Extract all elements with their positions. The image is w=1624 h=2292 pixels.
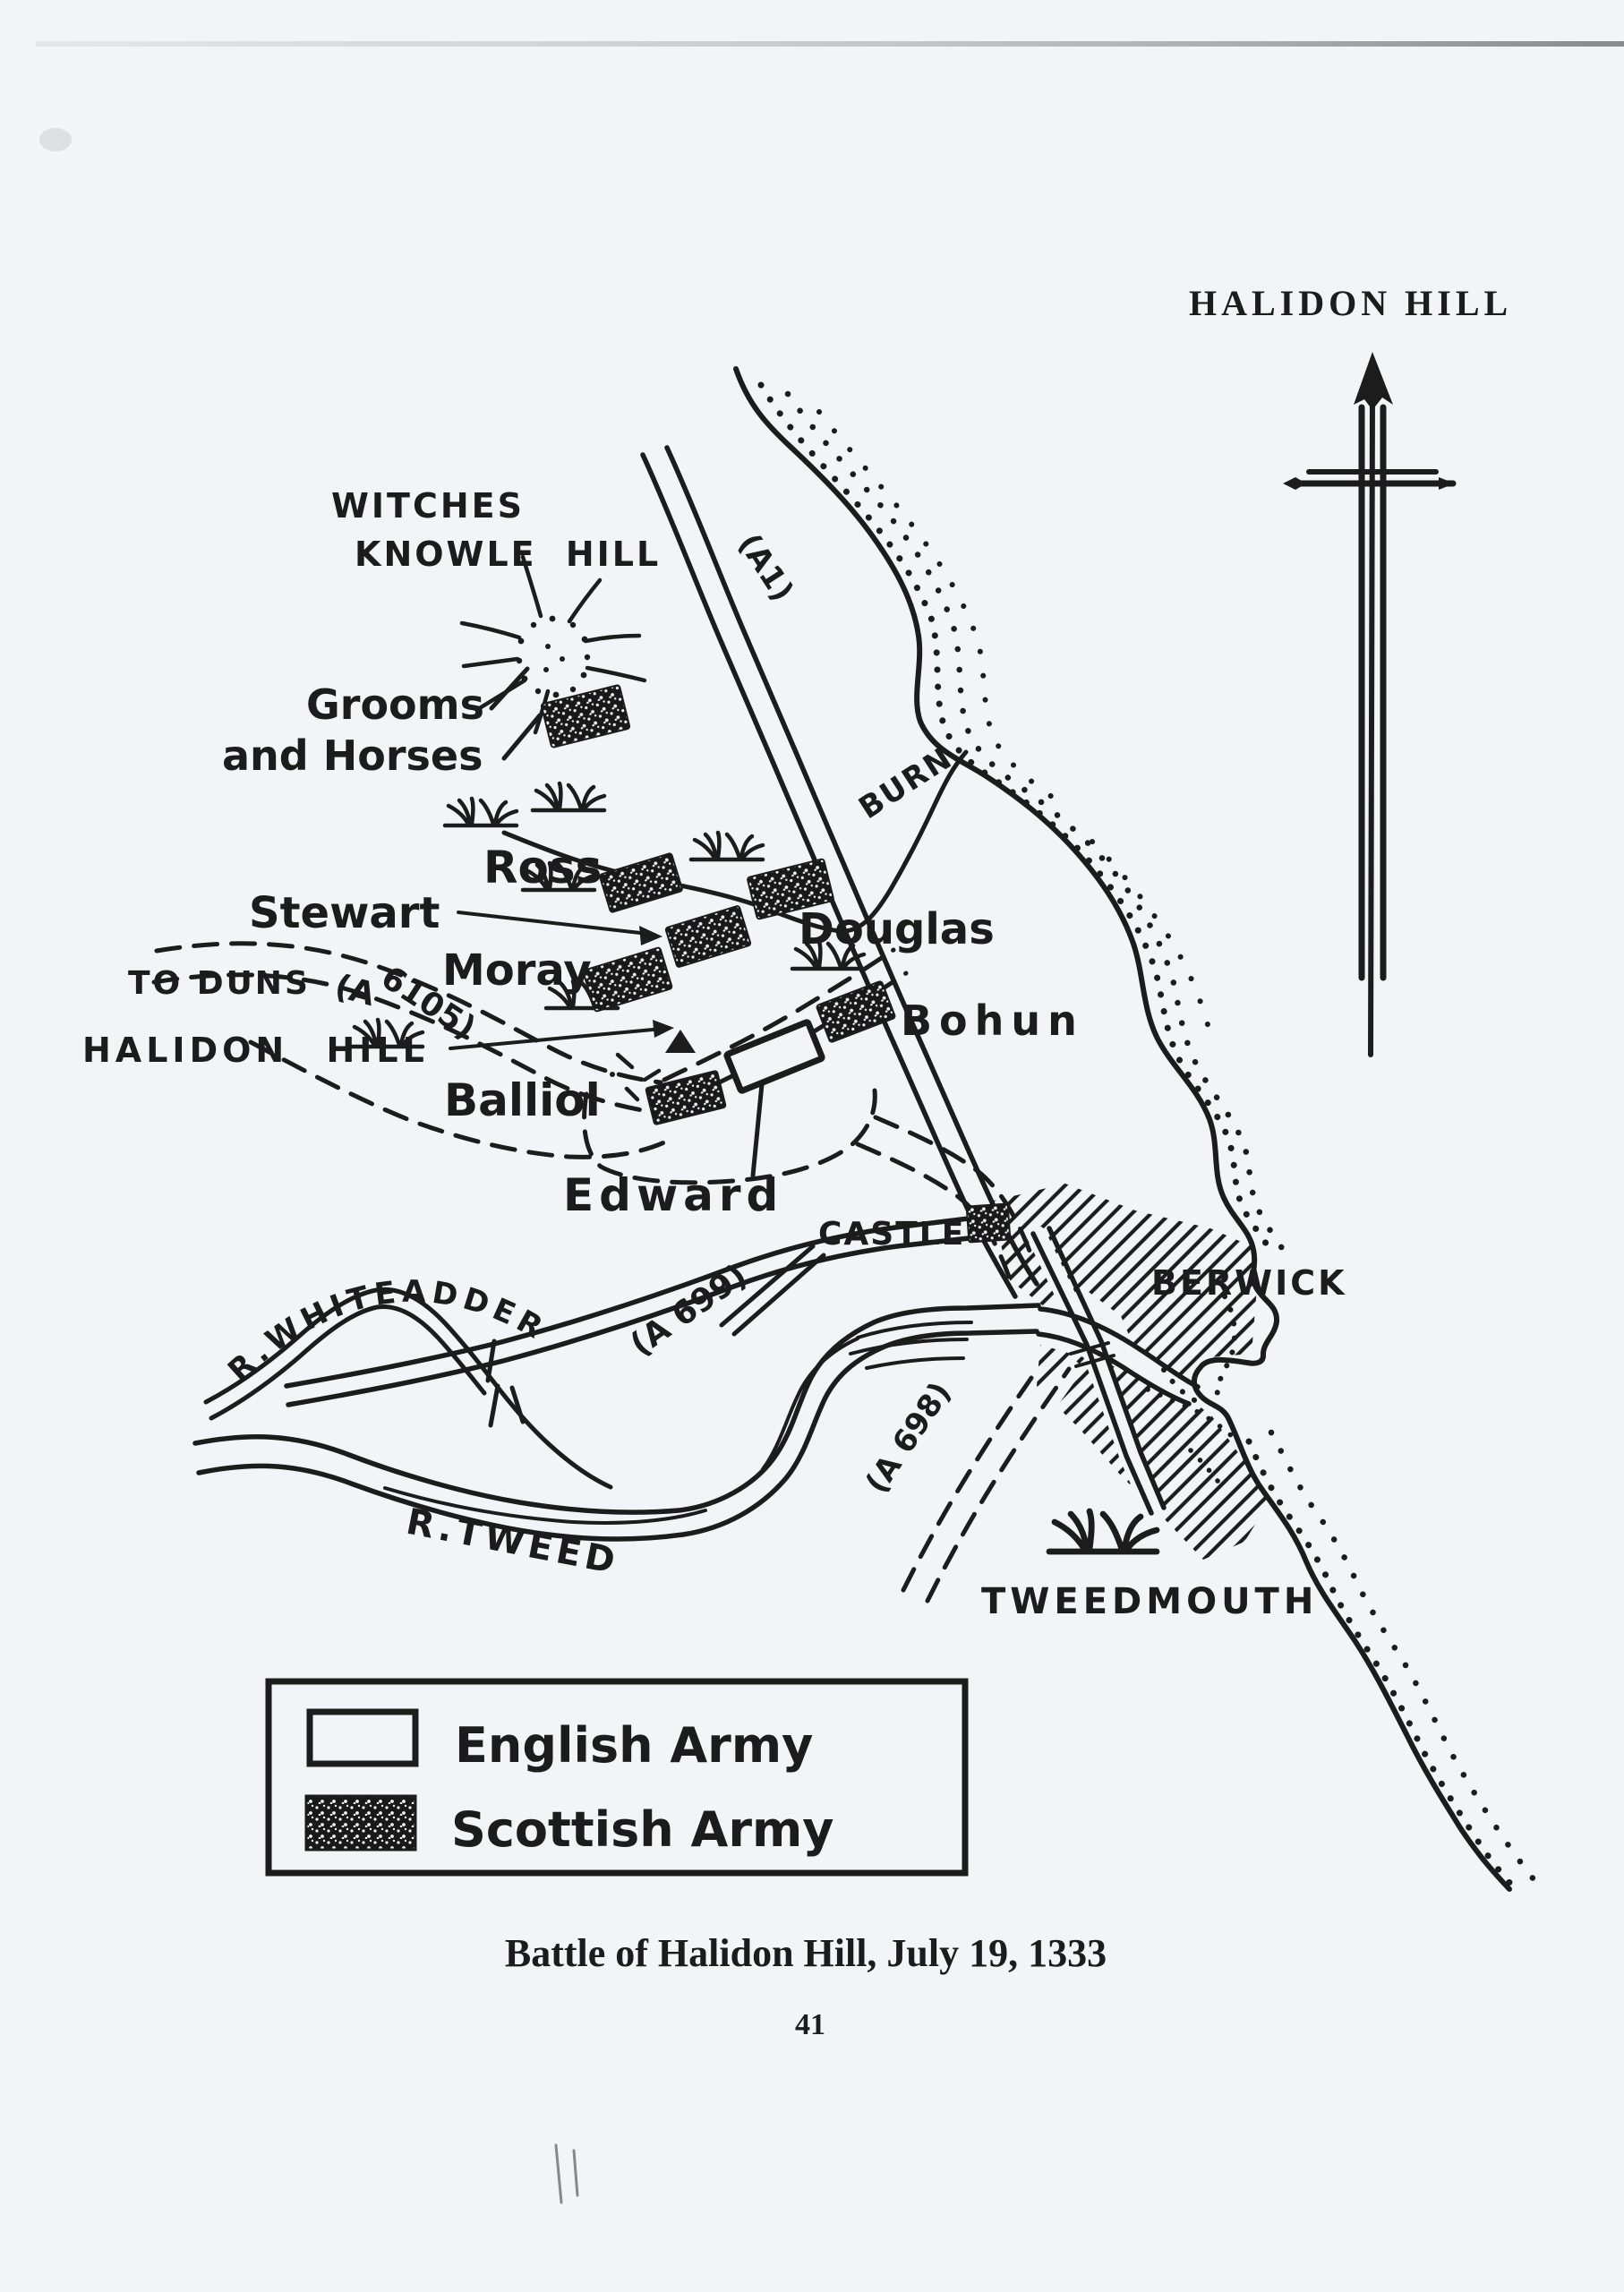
- label-and-horses: and Horses: [222, 731, 483, 780]
- label-tweed: R.TWEED: [403, 1501, 622, 1583]
- caption: Battle of Halidon Hill, July 19, 1333: [505, 1931, 1107, 1975]
- label-bohun: Bohun: [901, 996, 1084, 1045]
- map-title: HALIDON HILL: [1189, 283, 1512, 323]
- label-halidon-hill: HALIDON HILL: [82, 1031, 429, 1070]
- ross-block-scottish: [599, 852, 683, 913]
- castle-road: [719, 1244, 826, 1337]
- castle-block: [965, 1202, 1012, 1244]
- balliol-block-scottish: [645, 1070, 727, 1125]
- moray-block-scottish: [582, 946, 673, 1013]
- label-witches: WITCHES: [331, 486, 525, 526]
- legend-box: [265, 1678, 969, 1877]
- label-edward: Edward: [563, 1169, 783, 1221]
- label-to-duns: TO DUNS: [128, 965, 311, 1002]
- berwick-town-hatch: [990, 1184, 1271, 1560]
- label-a698: (A 698): [859, 1376, 959, 1501]
- grooms-horses-block-scottish: [540, 684, 631, 748]
- label-a6105-open: (A: [331, 968, 380, 1013]
- scan-artifacts: [36, 41, 1624, 2204]
- halidon-leader: [449, 1027, 664, 1050]
- leader-lines: [449, 911, 765, 1178]
- shore-stipple: [757, 381, 1543, 1896]
- page-number: 41: [795, 2008, 825, 2041]
- marsh-tufts: [348, 781, 1160, 1555]
- scottish-army-swatch: [304, 1794, 417, 1852]
- grooms-leader-lines: [489, 666, 543, 761]
- river-tweed: [192, 1303, 1201, 1542]
- label-castle: CASTLE: [818, 1216, 965, 1253]
- coastline: [733, 366, 1512, 1892]
- stewart-block-scottish: [664, 905, 752, 968]
- bohun-block-scottish: [816, 980, 896, 1043]
- label-knowle-hill: KNOWLE HILL: [355, 535, 661, 574]
- label-whiteadder: R.WHITEADDER: [221, 1274, 553, 1390]
- label-moray: Moray: [442, 945, 592, 996]
- river-whiteadder: [203, 1287, 613, 1490]
- label-stewart: Stewart: [249, 888, 440, 938]
- english-army-swatch: [306, 1708, 419, 1767]
- scottish-army-label: Scottish Army: [451, 1801, 833, 1858]
- stewart-leader: [457, 911, 650, 936]
- douglas-block-scottish: [747, 858, 834, 920]
- edward-block-english: [723, 1019, 825, 1094]
- north-arrow-icon: [1283, 352, 1457, 1057]
- army-blocks: [540, 684, 1012, 1244]
- english-army-label: English Army: [455, 1717, 813, 1774]
- label-a699: (A 699): [624, 1257, 754, 1364]
- label-ross: Ross: [483, 842, 602, 894]
- label-douglas: Douglas: [799, 904, 995, 954]
- berwick-bridge-road: [1030, 1226, 1167, 1516]
- label-balliol: Balliol: [444, 1074, 601, 1126]
- edward-leader: [750, 1082, 765, 1178]
- label-a1: (A1): [731, 527, 800, 608]
- a698-road: [925, 1366, 1072, 1604]
- a6105-road: [154, 941, 663, 1085]
- legend: English Army Scottish Army: [265, 1678, 969, 1877]
- label-berwick: BERWICK: [1151, 1263, 1347, 1303]
- label-grooms: Grooms: [306, 680, 484, 729]
- label-tweedmouth: TWEEDMOUTH: [981, 1581, 1318, 1622]
